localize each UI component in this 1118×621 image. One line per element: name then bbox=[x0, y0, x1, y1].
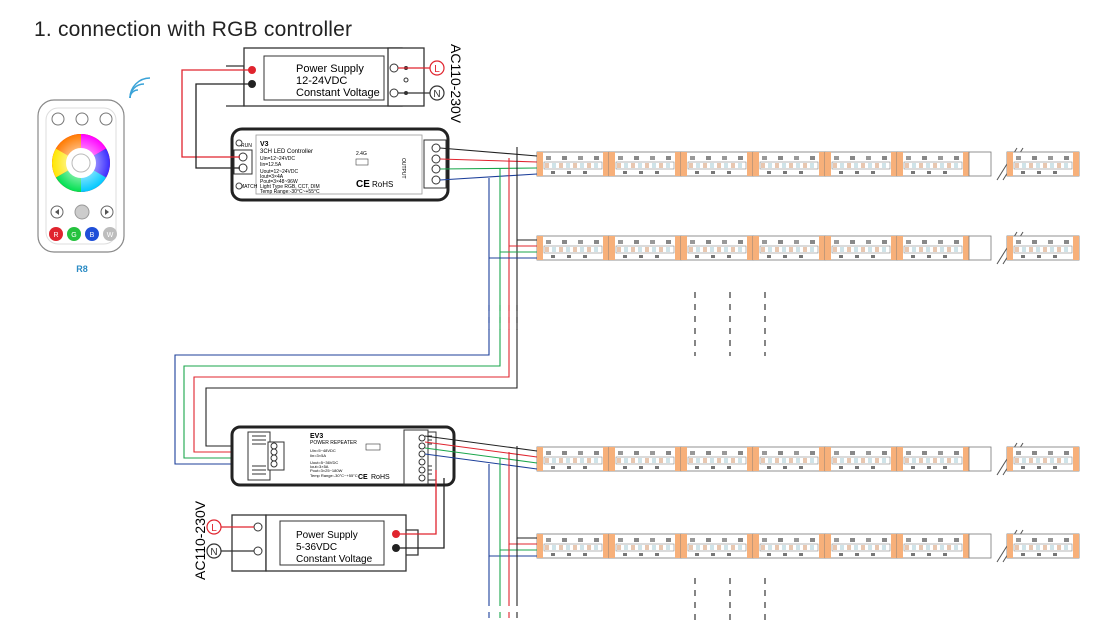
svg-text:RUN: RUN bbox=[241, 143, 252, 149]
svg-text:OUTPUT: OUTPUT bbox=[400, 158, 406, 179]
svg-text:R: R bbox=[53, 232, 58, 239]
svg-text:Power Supply: Power Supply bbox=[296, 530, 358, 541]
svg-text:Constant Voltage: Constant Voltage bbox=[296, 554, 373, 565]
neutral-terminal-top: N bbox=[429, 85, 445, 101]
ac-input-label-top: AC110-230V bbox=[448, 44, 464, 124]
svg-text:L: L bbox=[434, 64, 440, 75]
svg-text:RoHS: RoHS bbox=[372, 180, 393, 189]
svg-text:MATCH: MATCH bbox=[240, 184, 258, 190]
svg-text:3CH LED Controller: 3CH LED Controller bbox=[260, 149, 313, 155]
svg-text:Power Supply: Power Supply bbox=[296, 63, 364, 75]
svg-text:POWER REPEATER: POWER REPEATER bbox=[310, 440, 357, 446]
live-terminal-top: L bbox=[429, 60, 445, 76]
led-strip-4 bbox=[537, 530, 1079, 562]
svg-text:Temp Range:-30°C~+55°C: Temp Range:-30°C~+55°C bbox=[310, 473, 358, 478]
page-title: 1. connection with RGB controller bbox=[34, 18, 353, 41]
svg-text:Uin=5~48VDC: Uin=5~48VDC bbox=[310, 448, 336, 453]
svg-text:Temp Range:-30°C~+55°C: Temp Range:-30°C~+55°C bbox=[260, 189, 320, 195]
remote-button-b: B bbox=[85, 227, 99, 241]
svg-text:5-36VDC: 5-36VDC bbox=[296, 542, 337, 553]
wireless-signal-icon bbox=[129, 77, 151, 99]
svg-text:EV3: EV3 bbox=[310, 433, 323, 440]
svg-text:2.4G: 2.4G bbox=[356, 151, 367, 157]
ac-input-label-bottom: AC110-230V bbox=[192, 500, 208, 580]
controller-v3: V3 3CH LED Controller Uin=12~24VDC Iin=1… bbox=[230, 127, 450, 202]
led-strip-1 bbox=[537, 148, 1079, 180]
color-wheel bbox=[52, 134, 110, 192]
svg-text:Uin=12~24VDC: Uin=12~24VDC bbox=[260, 156, 295, 162]
svg-text:Iout=3×4A: Iout=3×4A bbox=[260, 174, 284, 180]
svg-text:B: B bbox=[90, 232, 95, 239]
led-strip-2 bbox=[537, 232, 1079, 264]
power-repeater-ev3: EV3 POWER REPEATER Uin=5~48VDC Iin=3×5A … bbox=[230, 425, 456, 487]
svg-text:Uout=5~36VDC: Uout=5~36VDC bbox=[310, 460, 338, 465]
svg-text:Pout=3×25~180W: Pout=3×25~180W bbox=[310, 468, 343, 473]
svg-text:Pout=3×48~96W: Pout=3×48~96W bbox=[260, 179, 298, 185]
svg-text:12-24VDC: 12-24VDC bbox=[296, 75, 347, 87]
svg-text:L: L bbox=[211, 523, 217, 534]
svg-text:Iin=12.5A: Iin=12.5A bbox=[260, 162, 282, 168]
svg-text:V3: V3 bbox=[260, 141, 269, 148]
svg-text:N: N bbox=[210, 547, 217, 558]
svg-text:N: N bbox=[433, 89, 440, 100]
svg-text:RoHS: RoHS bbox=[371, 474, 390, 481]
remote-model-label: R8 bbox=[76, 264, 88, 274]
power-supply-top: Power Supply 12-24VDC Constant Voltage bbox=[226, 47, 425, 107]
remote-control: R G B W R8 bbox=[37, 99, 125, 274]
remote-button-w: W bbox=[103, 227, 117, 241]
neutral-terminal-bottom: N bbox=[206, 543, 222, 559]
svg-text:Constant Voltage: Constant Voltage bbox=[296, 87, 380, 99]
led-strip-3 bbox=[537, 443, 1079, 475]
power-supply-bottom: Power Supply 5-36VDC Constant Voltage bbox=[231, 514, 419, 572]
svg-text:CE: CE bbox=[358, 474, 368, 481]
remote-button-g: G bbox=[67, 227, 81, 241]
svg-text:W: W bbox=[107, 232, 114, 239]
svg-text:Iin=3×5A: Iin=3×5A bbox=[310, 453, 326, 458]
svg-text:CE: CE bbox=[356, 179, 370, 190]
remote-button-r: R bbox=[49, 227, 63, 241]
live-terminal-bottom: L bbox=[206, 519, 222, 535]
svg-text:Iout=3×5A: Iout=3×5A bbox=[310, 464, 329, 469]
svg-text:Light Type RGB, CCT, DIM: Light Type RGB, CCT, DIM bbox=[260, 184, 320, 190]
svg-text:G: G bbox=[71, 232, 76, 239]
svg-text:Uout=12~24VDC: Uout=12~24VDC bbox=[260, 169, 298, 175]
